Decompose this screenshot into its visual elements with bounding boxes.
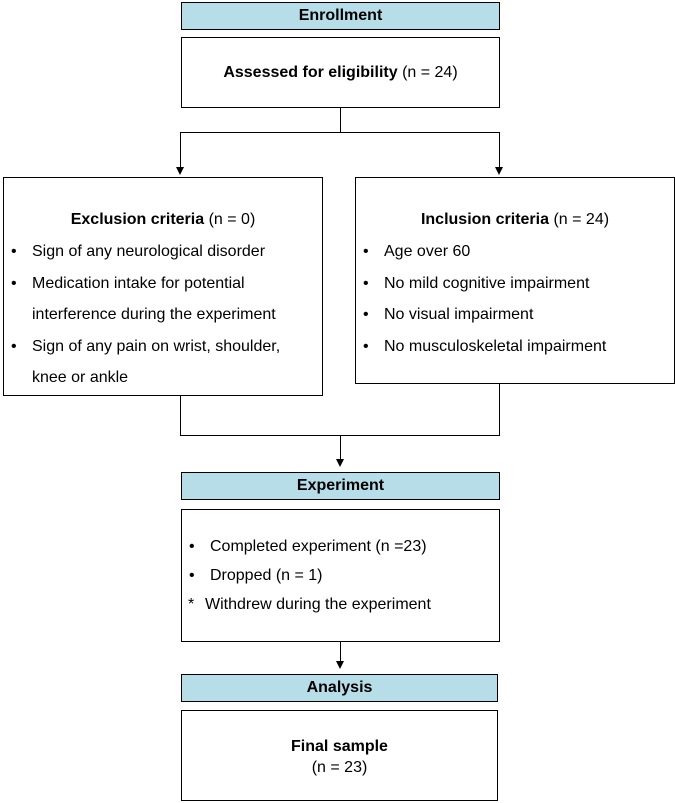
analysis-header: Analysis [181, 674, 498, 702]
connector-right-down [499, 132, 500, 167]
assessed-text: Assessed for eligibility (n = 24) [182, 64, 499, 82]
connector-split-horizontal [180, 132, 500, 133]
inclusion-title-count: (n = 24) [553, 211, 610, 228]
analysis-header-label: Analysis [306, 679, 373, 696]
connector-inclusion-down [499, 384, 500, 435]
bullet-icon: • [363, 306, 369, 323]
enrollment-header: Enrollment [181, 2, 500, 30]
arrow-to-exclusion [176, 167, 184, 175]
exclusion-box: Exclusion criteria (n = 0) •Sign of any … [3, 177, 323, 396]
inclusion-title: Inclusion criteria (n = 24) [356, 211, 674, 229]
experiment-list: •Completed experiment (n =23) •Dropped (… [184, 532, 484, 619]
arrow-to-inclusion [495, 167, 503, 175]
assessed-count: (n = 24) [402, 64, 458, 81]
connector-experiment-down [340, 642, 341, 661]
connector-merge-down [340, 435, 341, 459]
bullet-icon: • [363, 274, 369, 292]
final-sample-label: Final sample [291, 738, 388, 755]
arrow-to-analysis [336, 661, 344, 669]
final-sample-count: (n = 23) [311, 759, 368, 776]
bullet-icon: • [189, 538, 195, 555]
connector-exclusion-down [180, 396, 181, 435]
inclusion-list: •Age over 60 •No mild cognitive impairme… [358, 236, 658, 362]
connector-assessed-down [340, 108, 341, 132]
bullet-icon: • [363, 337, 369, 355]
experiment-box: •Completed experiment (n =23) •Dropped (… [181, 509, 500, 642]
experiment-header-label: Experiment [296, 477, 385, 494]
list-item: •Age over 60 [358, 236, 658, 268]
exclusion-title-count: (n = 0) [208, 211, 256, 228]
connector-left-down [180, 132, 181, 167]
bullet-icon: • [363, 243, 369, 260]
bullet-icon: • [189, 567, 195, 584]
asterisk-icon: * [188, 596, 195, 613]
list-item: •Dropped (n = 1) [184, 561, 484, 590]
experiment-header: Experiment [181, 472, 500, 500]
footnote: *Withdrew during the experiment [184, 590, 484, 619]
assessed-box: Assessed for eligibility (n = 24) [181, 37, 500, 108]
bullet-icon: • [11, 337, 17, 355]
inclusion-title-label: Inclusion criteria [420, 211, 549, 228]
list-item: •No mild cognitive impairment [358, 268, 658, 300]
list-item: •No musculoskeletal impairment [358, 331, 658, 363]
enrollment-header-label: Enrollment [298, 7, 383, 24]
exclusion-title: Exclusion criteria (n = 0) [4, 211, 322, 229]
assessed-label: Assessed for eligibility [223, 64, 398, 81]
list-item: •Sign of any neurological disorder [6, 236, 306, 268]
bullet-icon: • [11, 243, 17, 260]
list-item: •Sign of any pain on wrist, shoulder, kn… [6, 331, 306, 394]
exclusion-title-label: Exclusion criteria [70, 211, 205, 228]
list-item: •Medication intake for potential interfe… [6, 268, 306, 331]
final-sample-box: Final sample (n = 23) [181, 710, 498, 801]
arrow-to-experiment [336, 459, 344, 467]
exclusion-list: •Sign of any neurological disorder •Medi… [6, 236, 306, 394]
inclusion-box: Inclusion criteria (n = 24) •Age over 60… [355, 177, 675, 384]
bullet-icon: • [11, 274, 17, 292]
list-item: •Completed experiment (n =23) [184, 532, 484, 561]
list-item: •No visual impairment [358, 299, 658, 331]
